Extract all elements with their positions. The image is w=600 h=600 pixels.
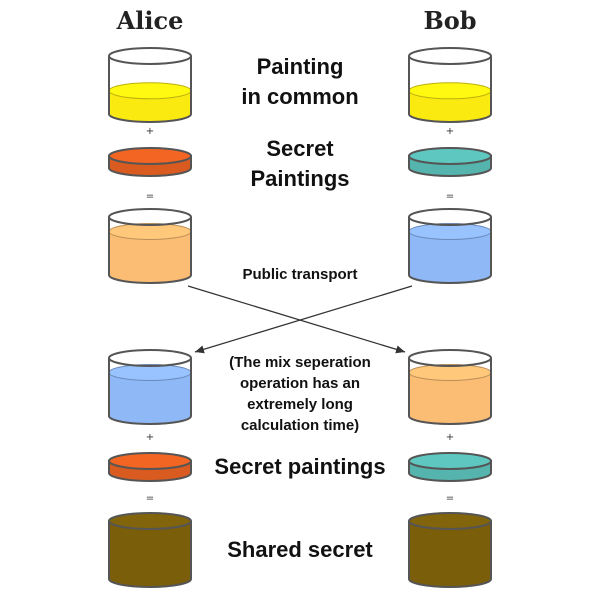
secret-paintings-line-2: Paintings bbox=[250, 166, 350, 191]
bob-plus-1: + bbox=[445, 126, 455, 137]
alice-secret-2-dish bbox=[108, 452, 192, 482]
bob-received-cup bbox=[408, 349, 492, 425]
alice-equals-2: = bbox=[145, 493, 155, 504]
public-transport-label: Public transport bbox=[242, 266, 358, 283]
mix-separation-note: (The mix seperation operation has an ext… bbox=[195, 352, 405, 436]
alice-name: Alice bbox=[116, 6, 184, 35]
alice-shared-cup bbox=[108, 512, 192, 588]
painting-in-common-label: Painting in common bbox=[200, 52, 400, 112]
alice-equals-1: = bbox=[145, 191, 155, 202]
bob-common-cup bbox=[408, 47, 492, 123]
arrow-bob-to-alice bbox=[194, 285, 413, 354]
secret-paintings-line-1: Secret bbox=[266, 136, 334, 161]
shared-secret-label: Shared secret bbox=[227, 537, 373, 562]
arrow-alice-to-bob bbox=[187, 285, 406, 354]
note-line-2: operation has an bbox=[239, 375, 361, 392]
note-line-3: extremely long bbox=[247, 396, 353, 413]
bob-secret-dish bbox=[408, 147, 492, 177]
secret-paintings-label: Secret Paintings bbox=[200, 134, 400, 194]
bob-equals-2: = bbox=[445, 493, 455, 504]
secret-paintings-2-label: Secret paintings bbox=[214, 454, 386, 479]
painting-in-common-line-1: Painting bbox=[256, 54, 344, 79]
alice-plus-2: + bbox=[145, 432, 155, 443]
note-line-4: calculation time) bbox=[240, 417, 360, 434]
bob-mix-cup bbox=[408, 208, 492, 284]
alice-plus-1: + bbox=[145, 126, 155, 137]
painting-in-common-line-2: in common bbox=[241, 84, 359, 109]
alice-mix-cup bbox=[108, 208, 192, 284]
alice-common-cup bbox=[108, 47, 192, 123]
note-line-1: (The mix seperation bbox=[229, 354, 371, 371]
bob-equals-1: = bbox=[445, 191, 455, 202]
bob-plus-2: + bbox=[445, 432, 455, 443]
bob-shared-cup bbox=[408, 512, 492, 588]
alice-received-cup bbox=[108, 349, 192, 425]
alice-secret-dish bbox=[108, 147, 192, 177]
bob-name: Bob bbox=[423, 6, 477, 35]
bob-secret-2-dish bbox=[408, 452, 492, 482]
